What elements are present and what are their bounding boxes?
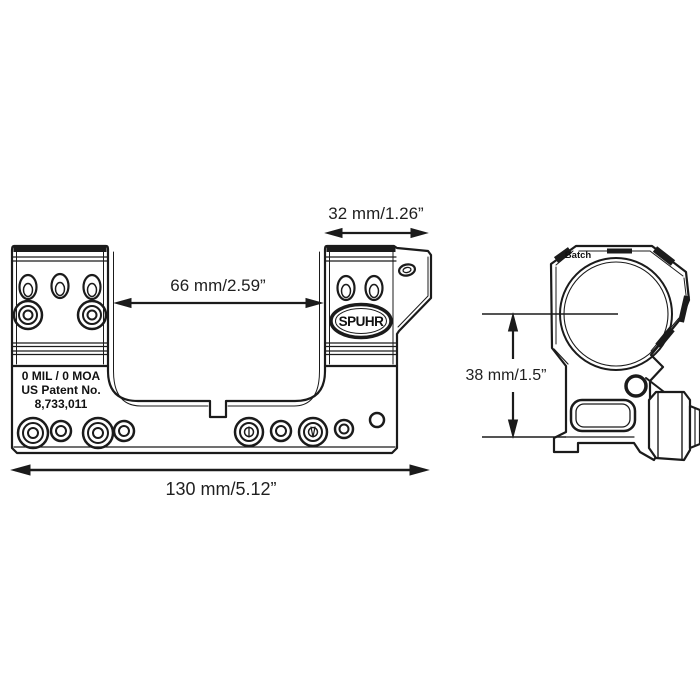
dim-total-width-label: 130 mm/5.12” — [165, 479, 276, 499]
right-tower-slot-holes — [336, 274, 384, 302]
base-pin-hole — [368, 411, 386, 429]
dim-ring-height-label: 38 mm/1.5” — [466, 367, 547, 384]
slot-hole — [364, 274, 384, 302]
side-view: Batch — [549, 244, 700, 462]
base-screw — [269, 419, 293, 443]
patent-text-line2: 8,733,011 — [35, 397, 88, 411]
wing-oval-hole — [397, 263, 417, 277]
dim-top-width-label: 32 mm/1.26” — [328, 204, 424, 223]
dim-inner-width: 66 mm/2.59” — [113, 276, 324, 309]
tower-top-bands — [12, 246, 397, 262]
right-tower-top-band — [326, 246, 396, 252]
arrowhead-right — [410, 227, 429, 239]
base-screw — [333, 418, 355, 440]
clamp-screw — [12, 299, 44, 331]
split-mark — [652, 246, 676, 266]
base-screw — [49, 419, 73, 443]
split-mark — [553, 247, 573, 263]
left-tower-slot-holes — [18, 272, 102, 301]
left-tower-clamp-screws — [12, 299, 108, 331]
base-screw — [233, 416, 265, 448]
front-outline — [10, 244, 433, 455]
slot-hole — [336, 274, 356, 302]
batch-text: Batch — [565, 250, 592, 261]
cross-bolt-hole — [624, 374, 648, 398]
patent-text-line1: US Patent No. — [21, 383, 100, 397]
slot-hole — [50, 272, 70, 300]
arrowhead-right — [409, 464, 430, 476]
side-wing — [397, 263, 417, 277]
slot-hole — [18, 273, 38, 301]
front-view: SPUHR 0 MIL / 0 MOA US Patent No. 8,733,… — [10, 244, 433, 455]
slot-hole — [82, 273, 102, 301]
dimension-annotations: 32 mm/1.26” 66 mm/2.59” 130 mm/5.12” 38 … — [10, 204, 618, 499]
tower-mid-bands — [10, 342, 399, 368]
dim-total-width: 130 mm/5.12” — [10, 464, 430, 499]
clamp-knob — [647, 390, 700, 462]
dim-top-width: 32 mm/1.26” — [324, 204, 429, 239]
dim-inner-width-label: 66 mm/2.59” — [170, 276, 266, 295]
base-screw — [16, 416, 50, 450]
arrowhead-up — [507, 312, 519, 332]
base-screw — [112, 419, 136, 443]
arrowhead-left — [113, 297, 132, 309]
base-screw — [297, 416, 329, 448]
left-tower-top-band — [13, 246, 107, 252]
split-mark — [655, 326, 675, 349]
base-screw-row — [16, 411, 386, 450]
split-mark — [678, 295, 690, 323]
cant-text: 0 MIL / 0 MOA — [22, 369, 101, 383]
arrowhead-down — [507, 419, 519, 439]
arrowhead-right — [305, 297, 324, 309]
dim-ring-height: 38 mm/1.5” — [466, 312, 618, 439]
lightening-cutout — [569, 398, 637, 433]
front-inner-contours — [13, 251, 429, 448]
base-engravings: 0 MIL / 0 MOA US Patent No. 8,733,011 — [21, 369, 100, 411]
arrowhead-left — [10, 464, 31, 476]
spuhr-logo: SPUHR — [329, 302, 393, 340]
spuhr-logo-text: SPUHR — [339, 314, 385, 329]
ring-split-marks — [553, 246, 690, 349]
arrowhead-left — [324, 227, 343, 239]
clamp-screw — [76, 299, 108, 331]
